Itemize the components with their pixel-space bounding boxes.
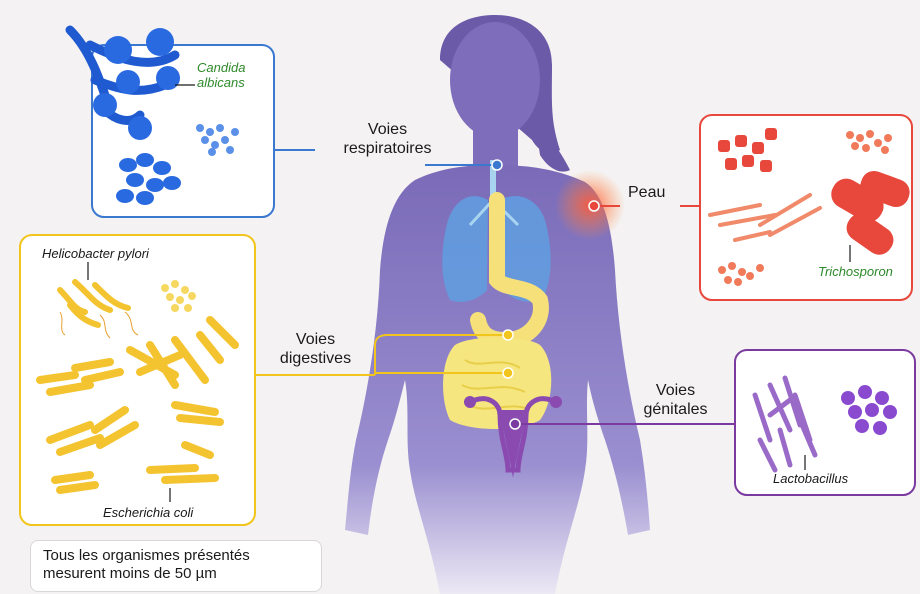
size-note-line2: mesurent moins de 50 µm	[43, 565, 217, 583]
size-note: Tous les organismes présentés mesurent m…	[30, 540, 322, 592]
label-respiratory-line2: respiratoires	[340, 139, 435, 158]
label-respiratory-line1: Voies	[340, 120, 435, 139]
label-respiratory: Voies respiratoires	[340, 120, 435, 158]
species-escherichia: Escherichia coli	[103, 505, 193, 520]
species-candida: Candida albicans	[197, 60, 245, 90]
label-genital: Voies génitales	[628, 381, 723, 419]
species-helicobacter: Helicobacter pylori	[42, 246, 149, 261]
species-lactobacillus: Lactobacillus	[773, 471, 848, 486]
species-candida-line1: Candida	[197, 60, 245, 75]
label-digestive-line2: digestives	[268, 349, 363, 368]
label-genital-line1: Voies	[628, 381, 723, 400]
label-digestive: Voies digestives	[268, 330, 363, 368]
digestive-microbes-box	[20, 235, 255, 525]
label-digestive-line1: Voies	[268, 330, 363, 349]
label-genital-line2: génitales	[628, 400, 723, 419]
body-silhouette	[345, 15, 650, 594]
label-skin: Peau	[628, 183, 665, 202]
species-trichosporon: Trichosporon	[818, 264, 893, 279]
size-note-line1: Tous les organismes présentés	[43, 547, 250, 565]
respiratory-microbes-box	[70, 28, 274, 217]
species-candida-line2: albicans	[197, 75, 245, 90]
